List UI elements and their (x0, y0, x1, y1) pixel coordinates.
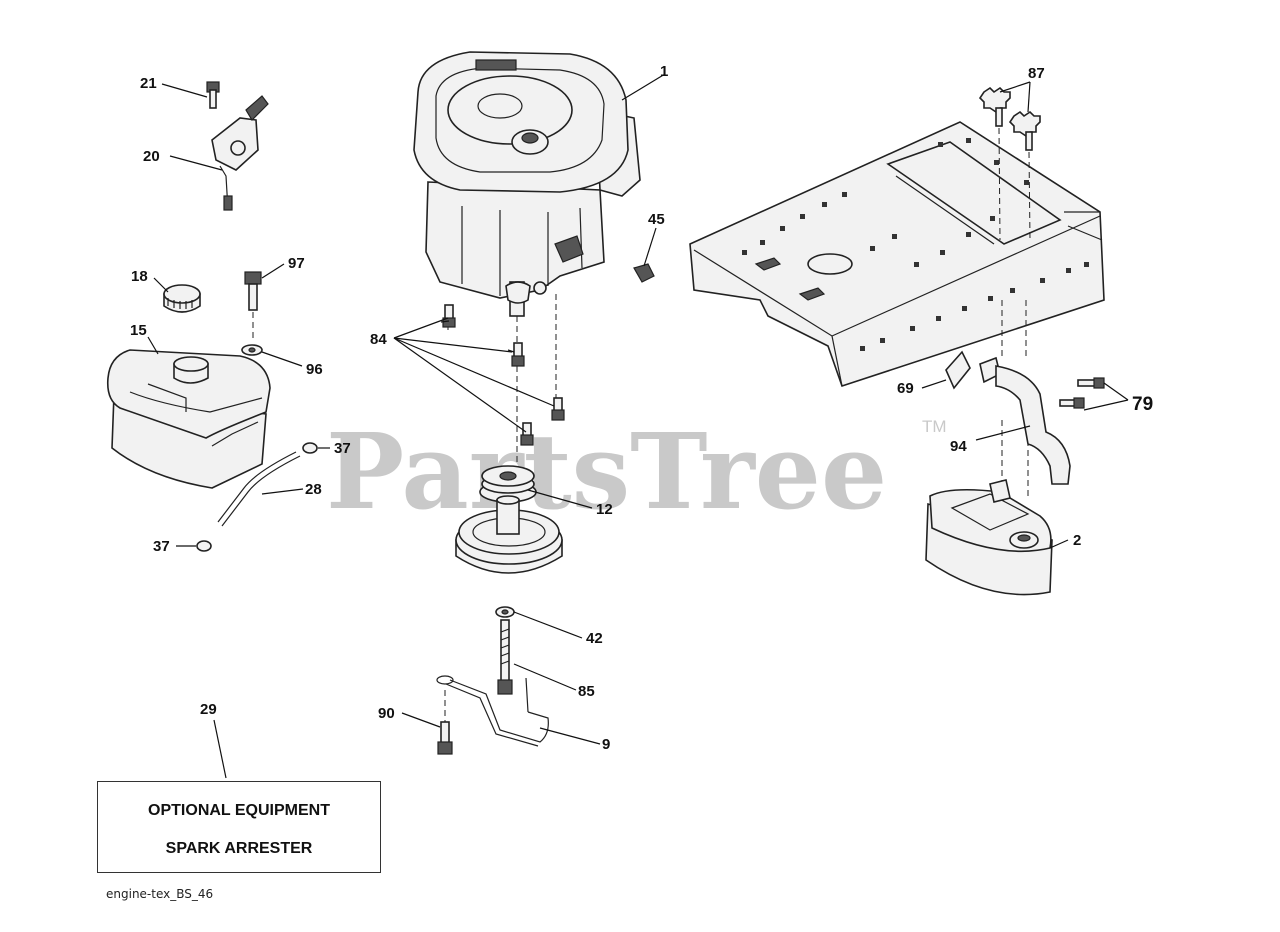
callout-69: 69 (897, 380, 914, 397)
watermark-trademark: TM (922, 417, 947, 436)
callout-45: 45 (648, 211, 665, 228)
diagram-code: engine-tex_BS_46 (106, 887, 214, 901)
callout-87: 87 (1028, 65, 1045, 82)
pulley-12 (479, 465, 537, 503)
rod-9 (436, 675, 549, 747)
washer-42 (495, 606, 515, 618)
bolt-97 (244, 271, 262, 311)
screw-79-set (1059, 377, 1105, 409)
callout-42: 42 (586, 630, 603, 647)
muffler-2 (925, 479, 1053, 596)
nut-45 (633, 263, 655, 283)
bolt-90 (437, 690, 453, 755)
watermark-text: PartsTree (326, 410, 887, 533)
knob-87-left (978, 86, 1011, 127)
callout-97: 97 (288, 255, 305, 272)
fuel-cap-18 (163, 284, 201, 313)
bolt-85 (497, 619, 513, 695)
callout-15: 15 (130, 322, 147, 339)
throttle-control-20 (211, 95, 269, 211)
alignment-line (998, 127, 1031, 500)
knob-87-right (1008, 110, 1041, 151)
callout-37-upper: 37 (334, 440, 351, 457)
callout-28: 28 (305, 481, 322, 498)
callout-2: 2 (1073, 532, 1081, 549)
fuel-tank-15 (106, 349, 271, 489)
callout-96: 96 (306, 361, 323, 378)
spark-arrester-label: SPARK ARRESTER (165, 840, 313, 857)
pulley-large (455, 495, 563, 574)
callout-20: 20 (143, 148, 160, 165)
screw-21 (206, 81, 220, 109)
callout-85: 85 (578, 683, 595, 700)
callout-12: 12 (596, 501, 613, 518)
callout-18: 18 (131, 268, 148, 285)
callout-79: 79 (1132, 394, 1153, 415)
callout-9: 9 (602, 736, 610, 753)
callout-1: 1 (660, 63, 668, 80)
callout-94: 94 (950, 438, 967, 455)
optional-equipment-box: OPTIONAL EQUIPMENT SPARK ARRESTER (97, 781, 381, 873)
exhaust-pipe-94 (979, 356, 1071, 485)
callout-37-lower: 37 (153, 538, 170, 555)
callout-29: 29 (200, 701, 217, 718)
leader-lines (147, 73, 1129, 779)
callout-84: 84 (370, 331, 387, 348)
frame-chassis (689, 121, 1105, 388)
clamp-37-lower (196, 540, 212, 552)
callout-21: 21 (140, 75, 157, 92)
callout-90: 90 (378, 705, 395, 722)
gasket-69 (945, 350, 971, 390)
engine-part (413, 51, 641, 317)
washer-96 (241, 344, 263, 356)
optional-equipment-label: OPTIONAL EQUIPMENT (148, 802, 330, 819)
screw-84-set (442, 304, 565, 446)
fuel-line-28 (217, 451, 301, 527)
clamp-37-upper (302, 442, 318, 454)
